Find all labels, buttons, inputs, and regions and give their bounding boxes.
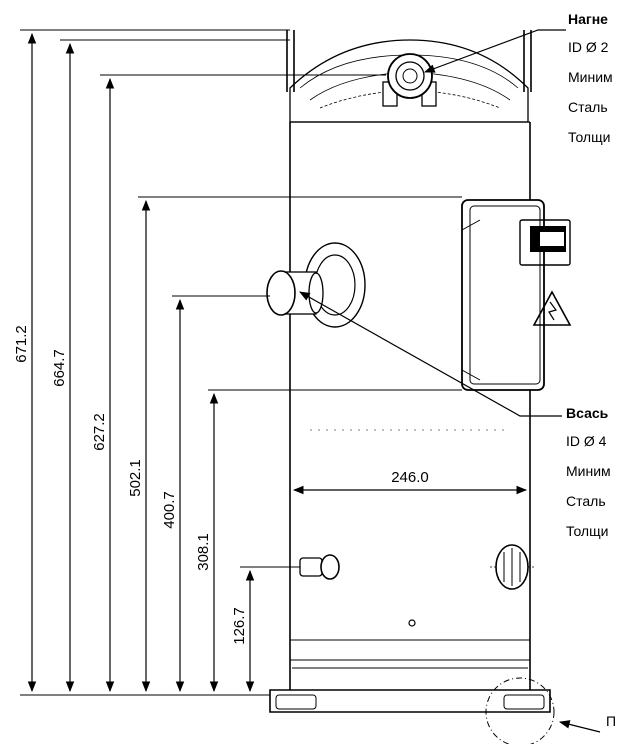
dim-label-top-outer: 664.7 — [51, 349, 68, 387]
callout-suction-line-4: Толщи — [566, 523, 608, 539]
callout-suction-line-3: Сталь — [566, 493, 606, 509]
dim-label-oil-port: 126.7 — [231, 607, 248, 645]
leader-suction — [299, 291, 562, 417]
callout-discharge-title: Нагне — [568, 11, 608, 27]
top-bracket-right — [523, 30, 532, 92]
dim-label-width: 246.0 — [391, 469, 429, 486]
callout-discharge-line-1: ID Ø 2 — [568, 39, 609, 55]
callout-discharge-line-4: Толщи — [568, 129, 610, 145]
discharge-fitting — [382, 53, 437, 107]
leader-discharge — [423, 29, 566, 73]
callout-suction-line-2: Миним — [566, 463, 611, 479]
callout-discharge-line-3: Сталь — [568, 99, 608, 115]
oil-port-fitting — [299, 554, 340, 580]
extension-lines — [20, 29, 462, 696]
dimension-lines — [27, 32, 528, 693]
leader-bottom — [558, 720, 601, 733]
warning-icon — [532, 290, 572, 326]
dim-label-terminal-bottom: 308.1 — [195, 533, 212, 571]
callout-suction-line-1: ID Ø 4 — [566, 433, 607, 449]
dim-label-terminal-top: 502.1 — [127, 459, 144, 497]
terminal-box — [461, 199, 572, 391]
dim-label-discharge: 627.2 — [91, 413, 108, 451]
leader-lines — [299, 29, 601, 733]
dim-label-overall: 671.2 — [13, 325, 30, 363]
callout-suction-title: Всась — [566, 405, 609, 421]
compressor-body — [266, 30, 572, 713]
base-plate — [269, 689, 551, 713]
right-fitting — [490, 544, 536, 590]
top-bracket-left — [286, 30, 295, 92]
suction-fitting — [266, 242, 366, 328]
callout-discharge-line-2: Миним — [568, 69, 613, 85]
dim-label-suction: 400.7 — [161, 491, 178, 529]
callout-bottom-note: П — [606, 713, 616, 729]
center-dot — [408, 619, 416, 627]
